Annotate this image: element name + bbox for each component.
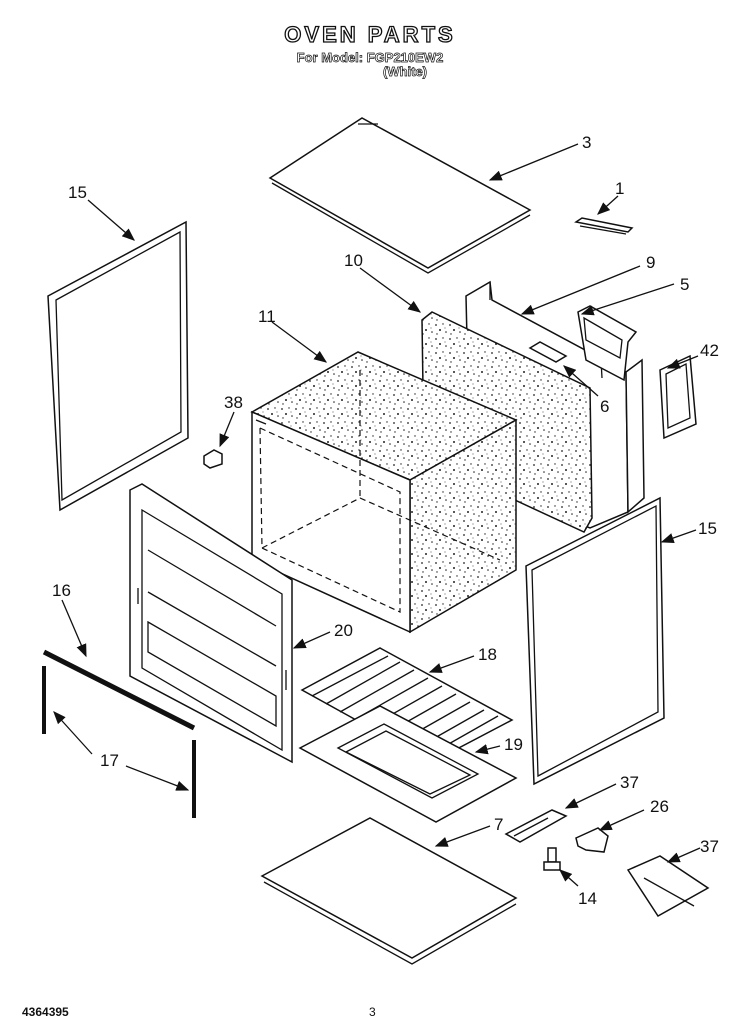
rear-leveling-bracket-part bbox=[626, 855, 710, 917]
callout-38: 38 bbox=[224, 393, 243, 412]
diagram-title: OVEN PARTS bbox=[284, 21, 456, 47]
callout-14: 14 bbox=[578, 889, 597, 908]
top-panel-part bbox=[268, 117, 532, 274]
callout-11: 11 bbox=[258, 307, 276, 326]
document-number: 4364395 bbox=[22, 1005, 69, 1019]
callout-3: 3 bbox=[582, 133, 591, 152]
callout-1: 1 bbox=[615, 179, 624, 198]
page-number: 3 bbox=[369, 1005, 376, 1019]
leveling-leg-part bbox=[543, 847, 561, 871]
anti-tip-clip-part bbox=[575, 827, 609, 853]
front-frame-part bbox=[129, 483, 293, 764]
small-bracket-part bbox=[574, 217, 634, 235]
callout-17: 17 bbox=[100, 751, 119, 770]
callout-37-upper: 37 bbox=[620, 773, 639, 792]
vent-duct-part bbox=[577, 305, 638, 382]
callout-16: 16 bbox=[52, 581, 71, 600]
leveling-bracket-part bbox=[504, 809, 568, 843]
callout-19: 19 bbox=[504, 735, 523, 754]
callout-20: 20 bbox=[334, 621, 353, 640]
callout-18: 18 bbox=[478, 645, 497, 664]
left-side-panel-part bbox=[47, 220, 189, 512]
callout-42: 42 bbox=[700, 341, 719, 360]
callout-26: 26 bbox=[650, 797, 669, 816]
callout-9: 9 bbox=[646, 253, 655, 272]
oven-insulation-part bbox=[250, 351, 518, 634]
door-latch-clip-part bbox=[203, 449, 223, 469]
callout-6: 6 bbox=[600, 397, 609, 416]
right-side-panel-part bbox=[525, 496, 665, 786]
color-line: (White) bbox=[382, 64, 428, 80]
callout-10: 10 bbox=[344, 251, 363, 270]
leader-lines bbox=[53, 143, 701, 887]
side-trim-strips-part bbox=[42, 666, 196, 818]
callout-15-left: 15 bbox=[68, 183, 87, 202]
callout-5: 5 bbox=[680, 275, 689, 294]
bottom-panel-part bbox=[260, 817, 518, 965]
top-trim-strip-part bbox=[42, 649, 196, 731]
duct-cover-part bbox=[659, 354, 697, 440]
callout-15-right: 15 bbox=[698, 519, 717, 538]
callout-37-lower: 37 bbox=[700, 837, 719, 856]
model-line: For Model: FGP210EW2 bbox=[296, 50, 444, 66]
callout-7: 7 bbox=[494, 815, 503, 834]
oven-bottom-part bbox=[298, 705, 518, 823]
